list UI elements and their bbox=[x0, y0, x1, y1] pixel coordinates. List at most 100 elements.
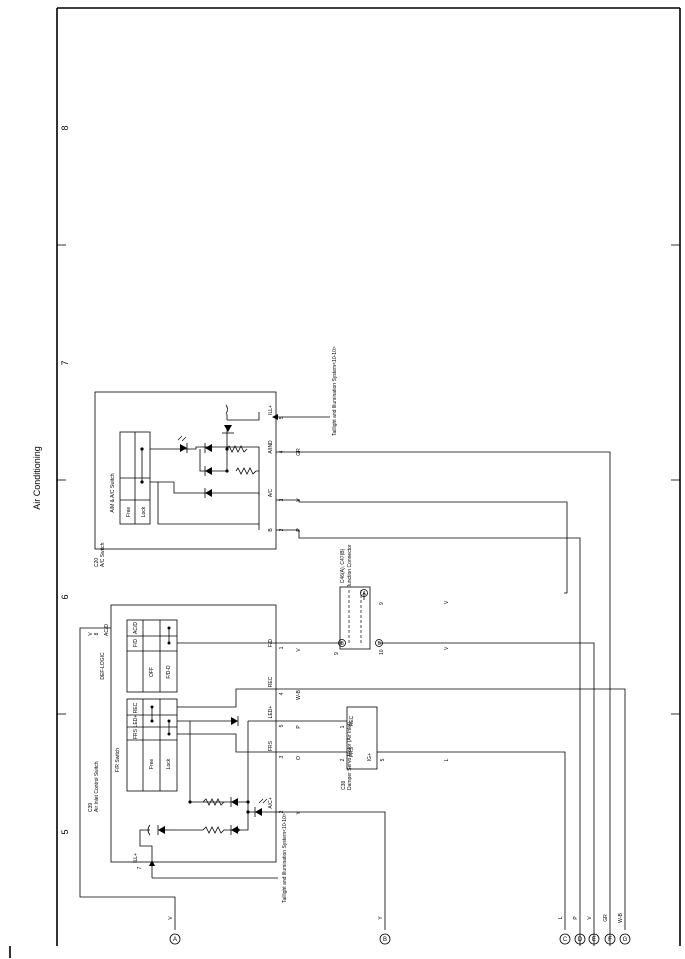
c39-pin-name: REC bbox=[268, 676, 274, 687]
c38-pin-num: 2 bbox=[340, 758, 346, 761]
junction-wire-label: V bbox=[444, 600, 450, 604]
frame-ticks bbox=[57, 244, 680, 715]
c20-name: A/C Switch bbox=[100, 542, 106, 567]
c20-pin-name: B bbox=[268, 528, 274, 532]
c39-def-row: OFF bbox=[149, 667, 155, 677]
c39-pin-name: FRS bbox=[268, 740, 274, 751]
wire-l-to-c bbox=[377, 751, 566, 930]
c39-def-table bbox=[126, 619, 178, 693]
terminal-id: D bbox=[578, 937, 583, 943]
c39-diode-icon bbox=[231, 798, 238, 806]
terminal-wire: W-B bbox=[618, 913, 624, 923]
junction-codes: C46(A), C47(B) bbox=[340, 548, 346, 583]
c39-wire-label: Y bbox=[296, 811, 302, 815]
column-number: 5 bbox=[60, 829, 70, 834]
c39-pin-num: 5 bbox=[279, 724, 285, 727]
wire-v-to-e bbox=[379, 642, 595, 946]
c39-ref-note: Taillight and Illumination System<10-10> bbox=[282, 813, 288, 903]
c20-diode-icon bbox=[205, 489, 212, 497]
c39-def-label: DEF-LOGIC bbox=[100, 652, 106, 680]
c20-box bbox=[94, 391, 277, 550]
junction-letter: B bbox=[378, 641, 382, 647]
terminal-c-icon bbox=[559, 933, 571, 945]
c39-fr-table bbox=[126, 698, 178, 792]
c38-pin-name: FRS bbox=[349, 746, 355, 757]
terminal-id: C bbox=[563, 937, 568, 943]
c20-pin-name: A/IND bbox=[268, 440, 274, 454]
c39-pin-name: ILL+ bbox=[133, 853, 139, 863]
c39-def-col: F/D bbox=[133, 639, 139, 647]
c20-pos-free: Free bbox=[126, 507, 132, 518]
c39-led-icon bbox=[255, 808, 262, 816]
c20-code: C20 bbox=[94, 558, 100, 567]
column-number: 6 bbox=[60, 594, 70, 599]
terminal-g-icon bbox=[619, 933, 631, 945]
c39-fr-row: Lock bbox=[166, 758, 172, 769]
c39-resistor-icon bbox=[202, 798, 225, 806]
junction-letter: B bbox=[341, 641, 345, 647]
junction-pin: 10 bbox=[379, 649, 385, 655]
c39-diode-icon bbox=[158, 826, 165, 834]
c20-resistor-icon bbox=[226, 445, 248, 453]
wire-gr-to-f bbox=[276, 451, 611, 946]
terminal-wire: V bbox=[168, 916, 174, 920]
c20-pin-name: A/C bbox=[268, 488, 274, 497]
junction-connector: C46(A), C47(B) Junction Connector A B B … bbox=[334, 544, 450, 655]
junction-letter: A bbox=[363, 591, 367, 597]
terminal-wire: Y bbox=[378, 916, 384, 920]
junction-box bbox=[339, 586, 371, 650]
terminal-wire: GR bbox=[603, 914, 609, 922]
c39-diode-icon bbox=[231, 717, 238, 725]
c39-box bbox=[110, 604, 277, 863]
c38-pin-num: 5 bbox=[380, 758, 386, 761]
c20-ac-switch: C20 A/C Switch A/M & A/C Switch Free Loc… bbox=[94, 346, 338, 567]
c20-pin-name: ILL+ bbox=[268, 405, 274, 415]
c20-ref-note: Taillight and Illumination System<10-10> bbox=[332, 346, 338, 436]
c39-wire-label: V bbox=[296, 648, 302, 652]
terminal-a-icon bbox=[169, 933, 181, 945]
c39-air-inlet-control-switch: C39 Air Inlet Control Switch F/R Switch … bbox=[88, 604, 302, 903]
terminal-id: A bbox=[173, 937, 177, 943]
column-number: 7 bbox=[60, 360, 70, 365]
terminal-id: F bbox=[608, 937, 612, 943]
c39-wire-label: P bbox=[296, 725, 302, 729]
c20-lamp-icon bbox=[225, 404, 228, 415]
c39-def-row: F/D-D bbox=[166, 665, 172, 679]
c20-pos-lock: Lock bbox=[141, 506, 147, 517]
terminal-wire: P bbox=[573, 916, 579, 920]
terminal-wire: V bbox=[587, 916, 593, 920]
c39-fr-label: F/R Switch bbox=[115, 748, 121, 772]
c39-pin-num: 1 bbox=[279, 646, 285, 649]
junction-wire-label: V bbox=[444, 646, 450, 650]
c39-wire-label: W-B bbox=[296, 690, 302, 700]
c38-pin-num: 1 bbox=[340, 725, 346, 728]
c38-pin-name: IG+ bbox=[367, 753, 373, 761]
c20-diode-icon bbox=[224, 425, 232, 432]
c39-fr-col: FRS bbox=[133, 728, 139, 739]
c38-name: Damper Servo Motor (Air Inlet) bbox=[347, 722, 353, 790]
c39-resistor-icon bbox=[202, 826, 225, 834]
column-number: 8 bbox=[60, 125, 70, 130]
c39-pin-name: AC/D bbox=[104, 624, 110, 636]
c39-code: C39 bbox=[88, 803, 94, 812]
junction-label: Junction Connector bbox=[347, 544, 353, 587]
c39-pin-num: 8 bbox=[94, 632, 100, 635]
bottom-terminals: V Y L P V GR W-B A B C D E F G bbox=[168, 913, 631, 945]
terminal-e-icon bbox=[588, 933, 600, 945]
c39-pin-num: 4 bbox=[279, 692, 285, 695]
terminal-f-icon bbox=[604, 933, 616, 945]
c39-fr-col: REC bbox=[133, 702, 139, 713]
c39-wire-label: V bbox=[88, 632, 94, 636]
terminal-d-icon bbox=[574, 933, 586, 945]
c20-pin-num: 5 bbox=[279, 416, 285, 419]
wire-y-to-b bbox=[276, 811, 386, 930]
terminal-id: E bbox=[592, 937, 596, 943]
c20-led-icon bbox=[180, 444, 187, 452]
terminal-b-icon bbox=[379, 933, 391, 945]
c39-def-col: AC/D bbox=[133, 622, 139, 634]
wire-wb-to-g bbox=[276, 688, 626, 930]
c39-pin-num: 3 bbox=[279, 755, 285, 758]
c20-diode-icon bbox=[205, 444, 212, 452]
c38-pin-name: REC bbox=[349, 715, 355, 726]
